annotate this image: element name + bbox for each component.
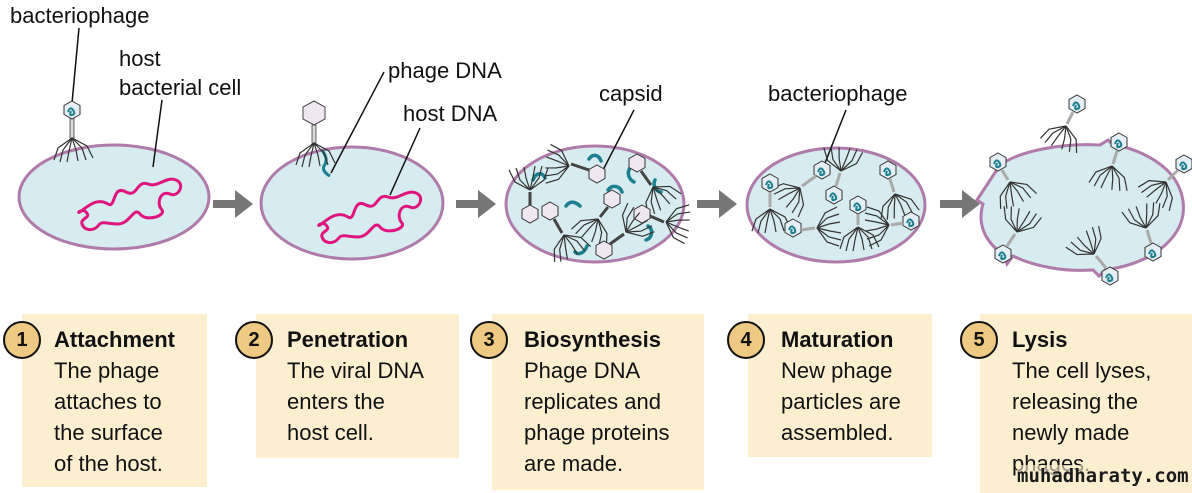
leader-line (152, 99, 163, 168)
stage-5-lysis (974, 94, 1192, 286)
label-phage-dna: phage DNA (388, 58, 502, 83)
step-title: Maturation (781, 327, 894, 352)
step-number-badge: 5 (960, 321, 998, 359)
step-box-3 (492, 314, 704, 490)
label-capsid: capsid (599, 81, 663, 106)
step-3-text: Biosynthesis Phage DNA replicates and ph… (524, 324, 670, 479)
step-number-badge: 4 (727, 321, 765, 359)
step-number-badge: 1 (3, 321, 41, 359)
arrow-icon (213, 190, 253, 218)
step-5-text: Lysis The cell lyses, releasing the newl… (1012, 324, 1151, 479)
new-phage-parts (508, 143, 694, 265)
step-description: The cell lyses, releasing the newly made… (1012, 358, 1152, 476)
host-cell (259, 145, 445, 261)
step-number-badge: 3 (470, 321, 508, 359)
step-box-5 (980, 314, 1192, 493)
step-title: Biosynthesis (524, 327, 661, 352)
step-title: Attachment (54, 327, 176, 352)
stage-2-penetration (259, 71, 445, 261)
step-2-text: Penetration The viral DNA enters the hos… (287, 324, 424, 448)
leader-line (71, 27, 80, 104)
stage-4-maturation (745, 109, 927, 264)
step-4-text: Maturation New phage particles are assem… (781, 324, 901, 448)
arrow-icon (456, 190, 496, 218)
watermark: muhadharaty.com (1017, 465, 1189, 487)
step-box-4 (748, 314, 932, 457)
step-description: The phage attaches to the surface of the… (54, 358, 163, 476)
leader-line (389, 127, 421, 196)
step-description: The viral DNA enters the host cell. (287, 358, 424, 445)
leader-line (601, 109, 635, 173)
step-box-2 (256, 314, 459, 458)
mature-phages (751, 143, 921, 252)
host-dna (317, 190, 423, 245)
host-dna (77, 177, 183, 232)
stage-1-attachment (17, 27, 211, 251)
host-cell (504, 144, 686, 264)
leader-line (824, 109, 847, 164)
stage-3-biosynthesis (504, 109, 694, 265)
label-bacterial-cell: bacterial cell (119, 75, 242, 100)
leader-line (330, 71, 385, 174)
step-title: Lysis (1012, 327, 1068, 352)
label-host: host (119, 46, 161, 71)
step-number-badge: 2 (235, 321, 273, 359)
step-title: Penetration (287, 327, 409, 352)
step-1-text: Attachment The phage attaches to the sur… (54, 324, 175, 479)
step-description: Phage DNA replicates and phage proteins … (524, 358, 670, 476)
label-bacteriophage-mature: bacteriophage (768, 81, 908, 106)
bacteriophage-icon (53, 100, 94, 163)
step-box-1 (22, 314, 207, 487)
arrow-icon (940, 190, 980, 218)
label-host-dna: host DNA (403, 101, 498, 126)
label-bacteriophage: bacteriophage (10, 3, 150, 28)
arrow-icon (697, 190, 737, 218)
step-description: New phage particles are assembled. (781, 358, 901, 445)
bacteriophage-icon (295, 100, 336, 168)
released-phages (989, 94, 1192, 286)
